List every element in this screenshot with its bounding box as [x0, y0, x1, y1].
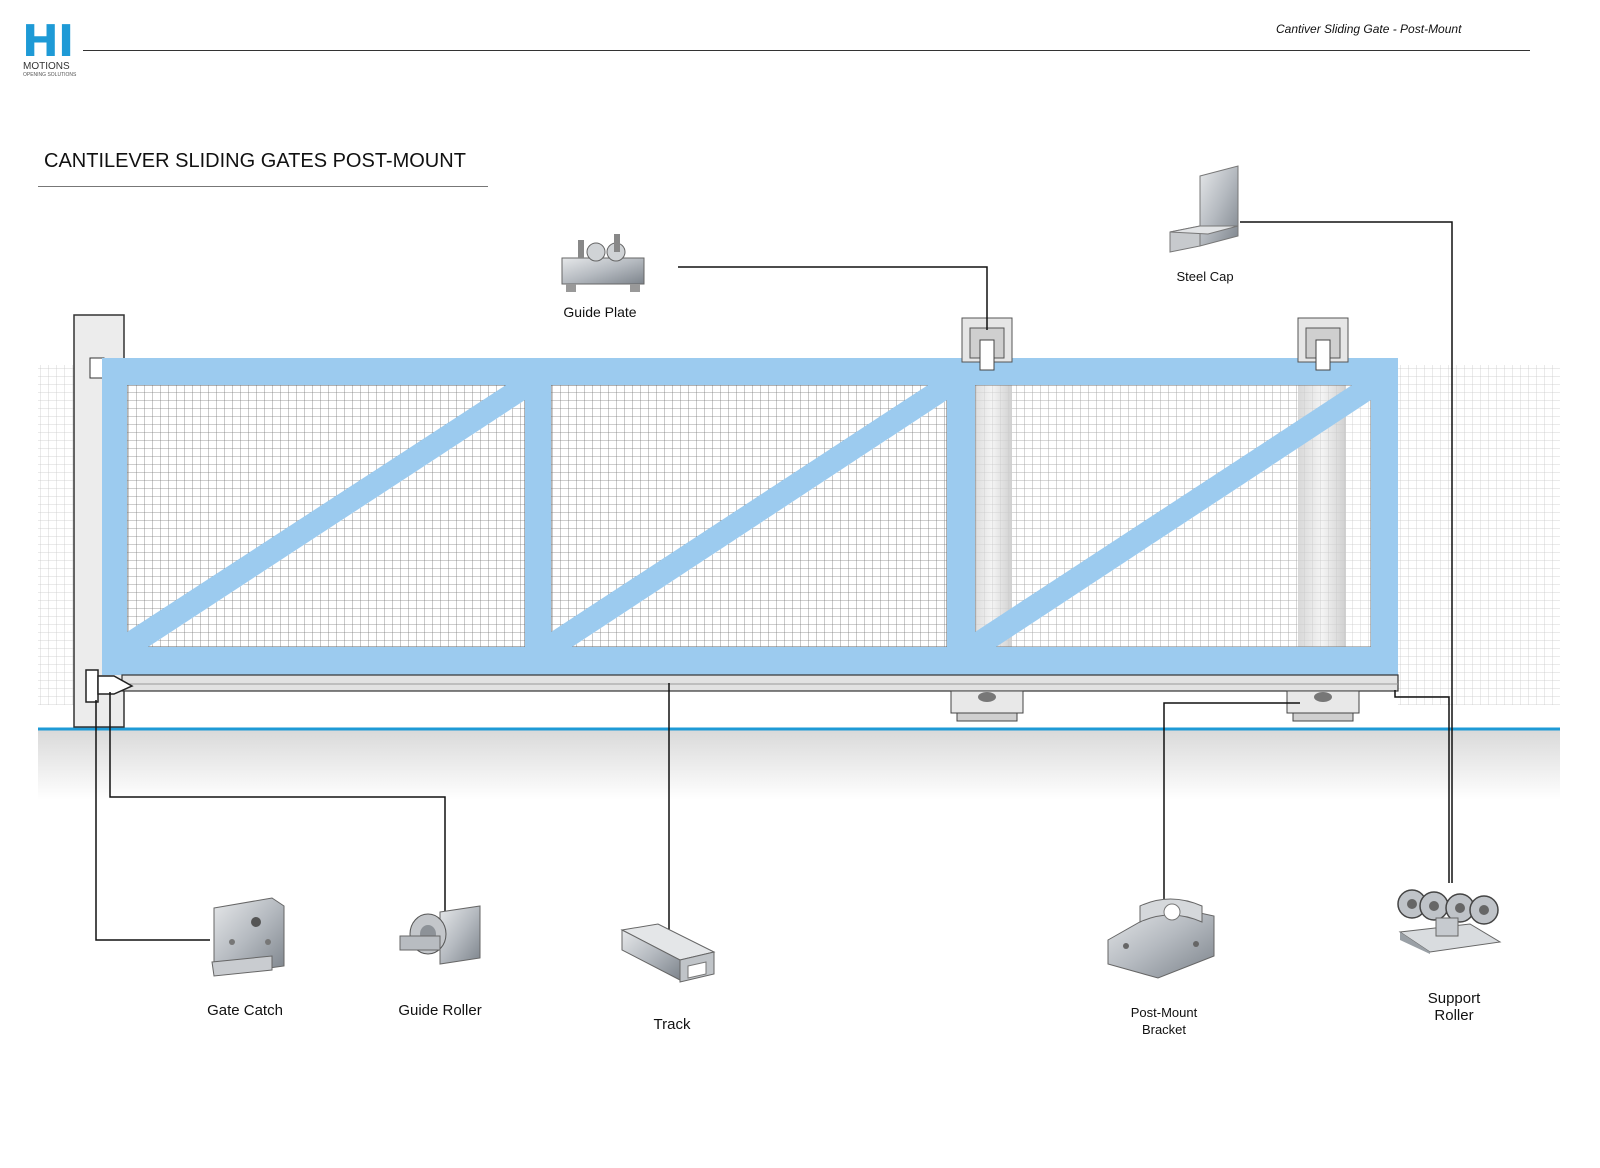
gate-catch-on-post [85, 669, 134, 703]
logo-subtext: MOTIONS [23, 61, 70, 72]
label-support-roller-line-1: Support [1427, 990, 1481, 1007]
leader-post-mount-bracket [1163, 702, 1300, 903]
frame-diagonal-1 [127, 385, 525, 647]
label-track: Track [653, 1016, 691, 1033]
frame-mid-stile-1 [525, 358, 551, 675]
label-post-mount-bracket-line-1: Post-Mount [1130, 1005, 1198, 1020]
frame-left-stile [102, 358, 127, 675]
label-post-mount-bracket: Post-Mount Bracket [1114, 1004, 1214, 1038]
frame-diagonal-3 [975, 385, 1371, 647]
label-support-roller-line-2: Roller [1434, 1007, 1474, 1024]
label-guide-roller: Guide Roller [398, 1002, 482, 1019]
header-divider [83, 50, 1530, 51]
frame-top-rail [102, 358, 1398, 385]
logo: HI [22, 16, 74, 67]
frame-diagonal-2 [551, 385, 947, 647]
leader-steel-cap [1240, 221, 1453, 883]
document-title: Cantiver Sliding Gate - Post-Mount [1276, 22, 1462, 36]
leader-guide-roller [109, 692, 446, 915]
ground [38, 730, 1560, 800]
support-roller-bracket-1 [950, 690, 1024, 722]
fence-mesh-right [1398, 365, 1560, 705]
label-guide-plate: Guide Plate [563, 304, 637, 320]
guide-roller-illustration [399, 905, 481, 965]
label-steel-cap: Steel Cap [1176, 269, 1234, 284]
post-catch-block [89, 357, 105, 379]
gate-track [121, 674, 1399, 692]
steel-cap-illustration [1169, 165, 1239, 253]
leader-support-roller [1394, 690, 1450, 883]
frame-bottom-rail [102, 647, 1398, 675]
gate-catch-illustration [211, 897, 285, 977]
post-mount-bracket-illustration [1107, 898, 1215, 979]
fence-mesh-left [38, 365, 76, 705]
track-illustration [620, 923, 716, 983]
label-gate-catch: Gate Catch [207, 1002, 283, 1019]
leader-gate-catch [95, 700, 210, 941]
frame-right-stile [1371, 358, 1398, 675]
label-post-mount-bracket-line-2: Bracket [1141, 1022, 1187, 1037]
guide-plate-illustration [561, 234, 645, 292]
gate-frame [102, 358, 1398, 675]
label-support-roller: Support Roller [1404, 990, 1504, 1024]
leader-guide-plate [678, 266, 988, 330]
guide-plate-on-post-2 [1297, 317, 1349, 371]
logo-tagline: OPENING SOLUTIONS [23, 72, 77, 78]
leader-lines [95, 221, 1453, 941]
page-title: CANTILEVER SLIDING GATES POST-MOUNT [44, 150, 466, 172]
title-underline [38, 186, 488, 187]
support-roller-illustration [1397, 889, 1502, 954]
support-roller-bracket-2 [1286, 690, 1360, 722]
frame-mid-stile-2 [947, 358, 975, 675]
